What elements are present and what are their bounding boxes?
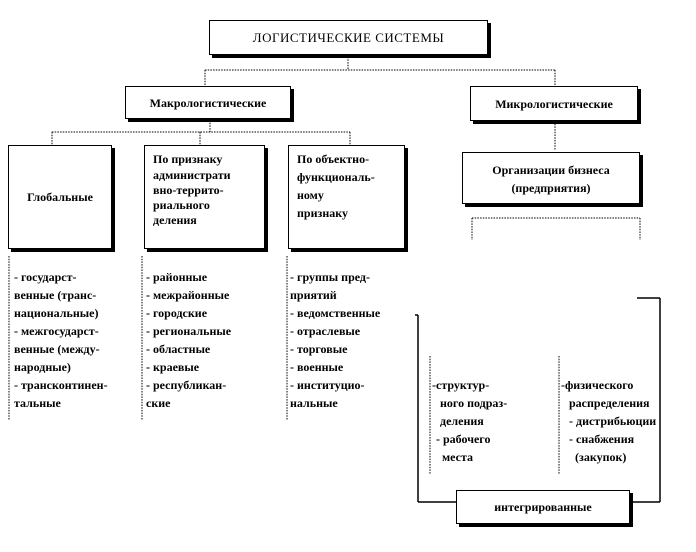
list-item: - торговые xyxy=(290,342,348,356)
list-item: ного подраз- xyxy=(440,396,508,410)
list-item: - трансконтинен- xyxy=(14,378,108,392)
business-line: (предприятия) xyxy=(511,181,591,195)
functional-line: По объектно- xyxy=(297,152,370,166)
list-item: национальные) xyxy=(14,306,99,320)
list-item: венные (между- xyxy=(14,342,100,356)
admin-line: администрати xyxy=(153,168,231,182)
admin-line: вно-террито- xyxy=(153,183,224,197)
list-item: - районные xyxy=(146,270,208,284)
list-item: венные (транс- xyxy=(14,288,97,302)
global-label: Глобальные xyxy=(27,190,93,204)
admin-list: - районные - межрайонные - городские - р… xyxy=(146,268,231,412)
list-item: - государст- xyxy=(14,270,77,284)
micro-label: Микрологистические xyxy=(495,96,613,111)
micro-box: Микрологистические xyxy=(470,86,638,121)
functional-box: По объектно- функциональ- ному признаку xyxy=(288,145,405,249)
functional-line: функциональ- xyxy=(297,170,375,184)
business-line: Организации бизнеса xyxy=(492,163,610,177)
list-item: - межрайонные xyxy=(146,288,230,302)
title-box: ЛОГИСТИЧЕСКИЕ СИСТЕМЫ xyxy=(209,20,488,55)
list-item: -физического xyxy=(561,378,634,392)
functional-line: ному xyxy=(297,188,324,202)
list-item: места xyxy=(442,450,474,464)
functional-line: признаку xyxy=(297,206,348,220)
list-item: - снабжения xyxy=(569,432,635,446)
functional-list: - группы пред- приятий - ведомственные -… xyxy=(290,268,380,412)
list-item: - республикан- xyxy=(146,378,227,392)
list-item: деления xyxy=(440,414,484,428)
list-item: -структур- xyxy=(432,378,490,392)
list-item: приятий xyxy=(290,288,337,302)
list-item: (закупок) xyxy=(575,450,627,464)
physical-list: -физического распределения - дистрибьюци… xyxy=(561,376,656,466)
title-text: ЛОГИСТИЧЕСКИЕ СИСТЕМЫ xyxy=(252,29,445,45)
macro-label: Макрологистические xyxy=(149,95,267,110)
list-item: ские xyxy=(146,396,171,410)
structural-list: -структур- ного подраз- деления - рабоче… xyxy=(432,376,507,466)
admin-line: По признаку xyxy=(153,152,223,166)
list-item: - военные xyxy=(290,360,344,374)
list-item: - краевые xyxy=(146,360,200,374)
list-item: - институцио- xyxy=(290,378,365,392)
business-box: Организации бизнеса (предприятия) xyxy=(462,152,640,204)
list-item: нальные xyxy=(290,396,338,410)
admin-line: деления xyxy=(153,213,197,227)
integrated-box: интегрированные xyxy=(456,490,630,524)
list-item: народные) xyxy=(14,360,71,374)
list-item: - региональные xyxy=(146,324,232,338)
list-item: - ведомственные xyxy=(290,306,381,320)
list-item: - дистрибьюции xyxy=(569,414,657,428)
list-item: - группы пред- xyxy=(290,270,370,284)
list-item: - отраслевые xyxy=(290,324,361,338)
admin-line: риального xyxy=(153,198,210,212)
list-item: - городские xyxy=(146,306,208,320)
list-item: - рабочего xyxy=(436,432,491,446)
global-box: Глобальные xyxy=(8,145,112,249)
list-item: распределения xyxy=(569,396,650,410)
macro-box: Макрологистические xyxy=(125,86,291,119)
admin-box: По признаку администрати вно-террито- ри… xyxy=(144,145,265,249)
list-item: - межгосударст- xyxy=(14,324,99,338)
list-item: тальные xyxy=(14,396,61,410)
global-list: - государст- венные (транс- национальные… xyxy=(14,268,108,412)
list-item: - областные xyxy=(146,342,211,356)
integrated-label: интегрированные xyxy=(494,500,592,514)
